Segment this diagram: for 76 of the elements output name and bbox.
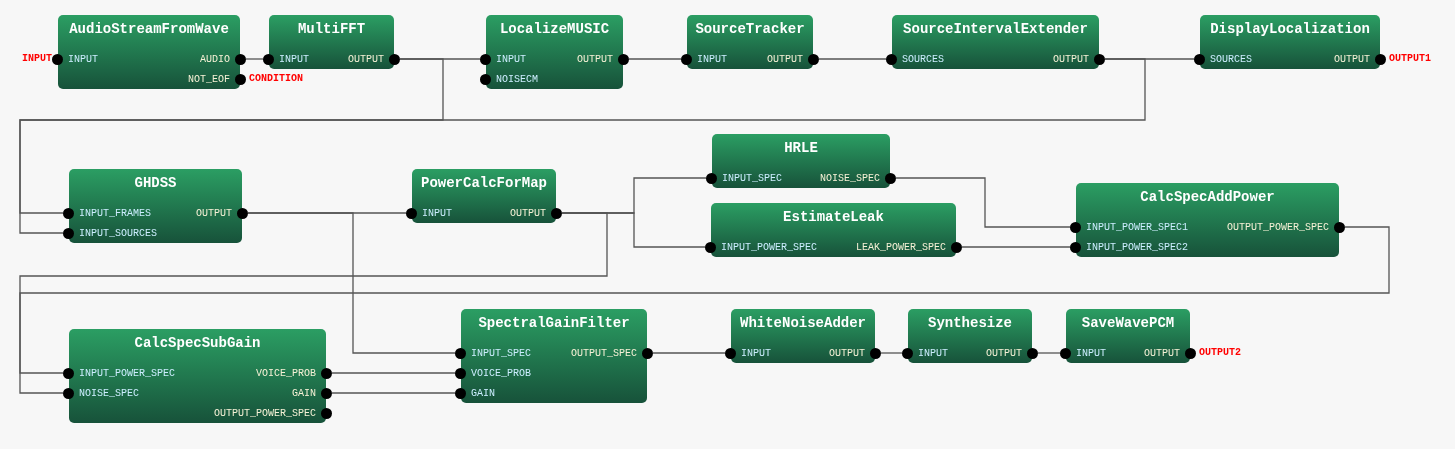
connector-line (19, 58, 444, 214)
port-label: INPUT (918, 347, 948, 359)
port-label: INPUT_SPEC (471, 347, 531, 359)
port-label: OUTPUT_POWER_SPEC (213, 407, 316, 419)
port-label: INPUT_SPEC (722, 172, 782, 184)
port-label: VOICE_PROB (471, 367, 531, 379)
port-label: OUTPUT (1144, 347, 1180, 359)
port-label: OUTPUT_SPEC (571, 347, 637, 359)
module-title: Synthesize (927, 315, 1013, 331)
port-label: OUTPUT (196, 207, 232, 219)
port-tag: OUTPUT1 (1389, 52, 1431, 66)
port-tag: OUTPUT2 (1199, 346, 1241, 360)
port-label: LEAK_POWER_SPEC (856, 241, 946, 253)
connector-line (880, 352, 903, 354)
connector-line (19, 58, 1146, 234)
connector-line (652, 352, 726, 354)
connector-line (628, 58, 682, 60)
port-label: INPUT (496, 53, 526, 65)
port-label: OUTPUT (577, 53, 613, 65)
module-title: EstimateLeak (782, 209, 885, 225)
module-title: PowerCalcForMap (420, 175, 548, 191)
port-label: INPUT (697, 53, 727, 65)
port-label: INPUT_FRAMES (79, 207, 151, 219)
port-label: OUTPUT (986, 347, 1022, 359)
port-tag: INPUT (22, 52, 52, 66)
port-label: SOURCES (902, 53, 944, 65)
port-label: NOT_EOF (188, 73, 230, 85)
port-label: OUTPUT (829, 347, 865, 359)
port-label: OUTPUT (767, 53, 803, 65)
port-label: INPUT (741, 347, 771, 359)
port-label: OUTPUT (1334, 53, 1370, 65)
port-label: VOICE_PROB (256, 367, 316, 379)
port-label: INPUT_POWER_SPEC (721, 241, 817, 253)
connector-line (19, 212, 608, 374)
module-title: LocalizeMUSIC (498, 21, 611, 37)
connector-line (818, 58, 887, 60)
module-title: SourceIntervalExtender (902, 21, 1089, 37)
module-title: WhiteNoiseAdder (739, 315, 867, 331)
connector-line (1037, 352, 1061, 354)
port-label: INPUT_SOURCES (79, 227, 157, 239)
port-label: INPUT_POWER_SPEC (79, 367, 175, 379)
port-label: SOURCES (1210, 53, 1252, 65)
module-title: SaveWavePCM (1080, 315, 1176, 331)
port-label: GAIN (471, 387, 495, 399)
port-label: AUDIO (200, 53, 230, 65)
port-tag: CONDITION (249, 72, 303, 86)
module-title: GHDSS (133, 175, 178, 191)
module-title: HRLE (783, 140, 819, 156)
port-label: OUTPUT (1053, 53, 1089, 65)
module-title: SpectralGainFilter (477, 315, 631, 331)
port-label: INPUT (279, 53, 309, 65)
port-label: NOISE_SPEC (79, 387, 139, 399)
port-label: INPUT_POWER_SPEC2 (1086, 241, 1189, 253)
module-title: SourceTracker (694, 21, 806, 37)
port-label: OUTPUT_POWER_SPEC (1226, 221, 1329, 233)
connector-line (331, 372, 456, 374)
port-label: NOISE_SPEC (820, 172, 880, 184)
module-title: MultiFFT (296, 21, 367, 37)
port-label: OUTPUT (348, 53, 384, 65)
port-label: GAIN (292, 387, 316, 399)
connector-line (961, 246, 1071, 248)
port-label: NOISECM (496, 73, 538, 85)
module-title: CalcSpecSubGain (133, 335, 262, 351)
port-label: INPUT (68, 53, 98, 65)
connector-line (331, 392, 456, 394)
port-label: INPUT_POWER_SPEC1 (1086, 221, 1189, 233)
port-label: INPUT (1076, 347, 1106, 359)
port-label: INPUT (422, 207, 452, 219)
connector-line (245, 58, 264, 60)
module-title: AudioStreamFromWave (68, 21, 230, 37)
connector-line (895, 177, 1071, 228)
connector-line (19, 226, 1390, 394)
module-title: CalcSpecAddPower (1139, 189, 1276, 205)
port-label: OUTPUT (510, 207, 546, 219)
connector-line (247, 212, 456, 354)
module-title: DisplayLocalization (1209, 21, 1371, 37)
